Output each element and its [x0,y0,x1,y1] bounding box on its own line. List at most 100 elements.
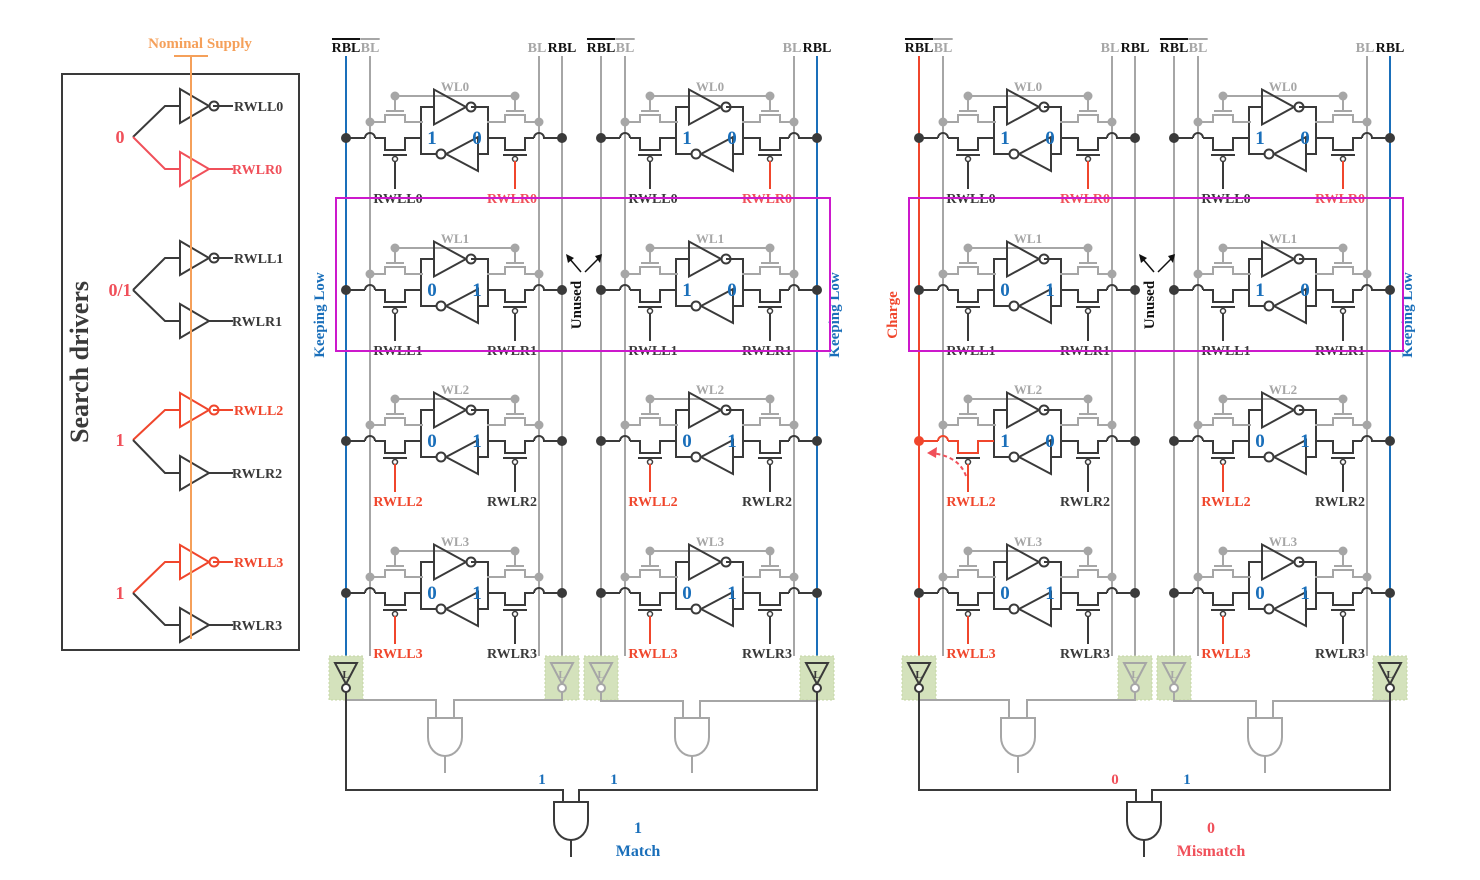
inverter-icon [688,390,732,430]
inverter-icon [688,87,732,127]
rwll-label: RWLL3 [628,647,677,662]
highlight-row-box [908,197,1404,352]
stored-qb: 0 [1300,128,1310,149]
triangle [1006,87,1042,127]
wl-label: WL1 [1269,231,1297,246]
left-line-status: Keeping Low [312,272,328,358]
rwll-label: RWLL2 [373,495,422,510]
wire-crossover [788,587,800,594]
triangle [443,590,479,628]
arrowhead-icon [1168,254,1175,263]
triangle [698,135,734,173]
access-transistor [744,114,794,123]
rbl-dot [341,436,351,446]
rwlr-label: RWLR3 [1315,647,1365,662]
pmos-bubble [1084,155,1092,163]
read-transistor [1316,289,1362,303]
sense-label: L [342,669,349,681]
wire [699,700,817,718]
buffer-icon [179,606,211,644]
bl-dot [534,572,544,582]
triangle [688,239,724,279]
driver-input-value: 1 [116,430,125,450]
unused-label: Unused [569,280,585,329]
pmos-bubble [1219,307,1227,315]
latch-wire [471,561,489,610]
wire [1173,692,1257,718]
rbl-dot [596,133,606,143]
bl-dot [789,572,799,582]
wire-crossover [533,435,545,442]
invert-bubble [341,683,351,693]
read-transistor [1316,592,1362,606]
triangle [433,390,469,430]
pmos-bubble [391,307,399,315]
stored-q: 1 [682,280,692,301]
stored-q: 0 [427,280,437,301]
latch-wire [726,409,744,458]
access-transistor [370,569,421,578]
stored-qb: 0 [1300,280,1310,301]
wire-crossover [364,284,376,291]
wl-label: WL1 [441,231,469,246]
sense-label: L [813,669,820,681]
pmos-bubble [646,458,654,466]
gate-body [427,717,463,757]
inverter-icon [1261,87,1305,127]
arrowhead-icon [566,254,574,263]
gate-body [1247,717,1283,757]
triangle [1271,287,1307,325]
wl-label: WL2 [441,382,469,397]
triangle [433,87,469,127]
rwll-label: RWLL3 [946,647,995,662]
wl-label: WL2 [1269,382,1297,397]
access-transistor [744,569,794,578]
rbl-dot [1169,285,1179,295]
triangle [1006,239,1042,279]
bl-dot [938,572,948,582]
wl-label: WL3 [1014,534,1043,549]
read-transistor [1203,440,1249,454]
access-transistor [489,114,539,123]
latch-wire [1299,106,1317,155]
drivers-box [61,73,300,651]
rwlr-label: RWLR3 [1060,647,1110,662]
rbl-dot [341,133,351,143]
rwlr-label: RWLR2 [742,495,792,510]
pmos-bubble [964,458,972,466]
bl-dot [1107,117,1117,127]
pmos-bubble [1219,610,1227,618]
wire-crossover [1361,132,1373,139]
rbl-dot [812,436,822,446]
latch-wire [1044,561,1062,610]
stored-q: 0 [427,431,437,452]
rbl-dot [812,285,822,295]
pmos-bubble [511,155,519,163]
wire-crossover [1192,132,1204,139]
access-transistor [625,417,676,426]
triangle [698,590,734,628]
access-transistor [1198,417,1249,426]
sense-inverter-icon [1161,662,1187,687]
sense-inverter-icon [1122,662,1148,687]
rwll-label: RWLL3 [1201,647,1250,662]
triangle [179,302,211,340]
access-transistor [1317,114,1367,123]
stored-qb: 1 [472,583,482,604]
rwlr-label: RWLR3 [742,647,792,662]
stored-qb: 0 [727,128,737,149]
bl-dot [1107,269,1117,279]
invert-bubble [1263,148,1275,160]
access-transistor [1317,417,1367,426]
triangle [1016,287,1052,325]
bl-dot [365,269,375,279]
and-input-value: 1 [1183,772,1191,788]
